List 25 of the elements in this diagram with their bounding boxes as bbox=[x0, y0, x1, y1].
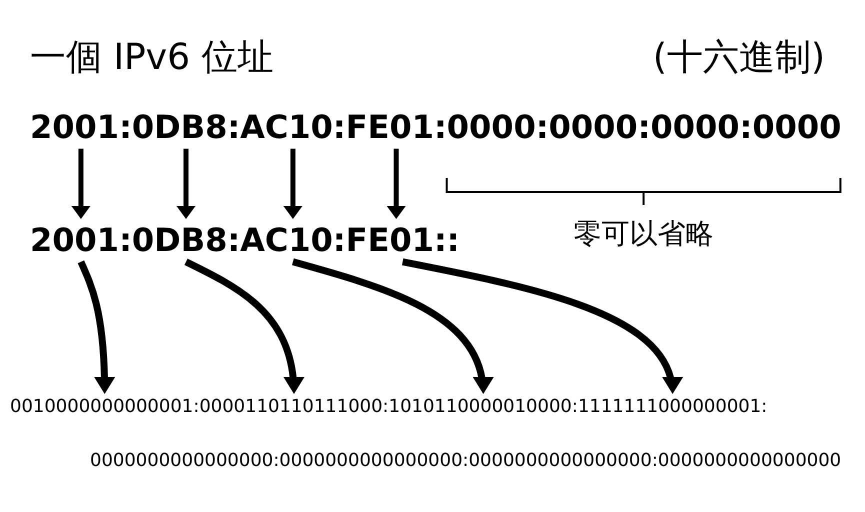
arrow bbox=[292, 258, 492, 394]
omission-note: 零可以省略 bbox=[574, 218, 714, 250]
hex-group: AC10: bbox=[240, 109, 346, 146]
hex-group: 0DB8: bbox=[132, 222, 240, 259]
arrow bbox=[184, 258, 304, 394]
arrow bbox=[402, 258, 681, 394]
arrow bbox=[78, 260, 115, 394]
zero-groups: 0000:0000:0000:0000 bbox=[446, 109, 842, 146]
hex-group: AC10: bbox=[240, 222, 346, 259]
binary-group: 0000110110111000: bbox=[199, 397, 389, 418]
title: 一個 IPv6 位址 bbox=[30, 37, 274, 78]
binary-group: 1010110000010000: bbox=[388, 397, 578, 418]
hex-group: 0DB8: bbox=[132, 109, 240, 146]
hex-group: FE01: bbox=[346, 109, 447, 146]
hex-group: FE01:: bbox=[346, 222, 460, 259]
binary-group: 0010000000000001: bbox=[10, 397, 200, 418]
hex-group: 2001: bbox=[30, 222, 132, 259]
hex-group: 2001: bbox=[30, 109, 132, 146]
number-base-note: (十六進制) bbox=[652, 37, 825, 78]
arrow bbox=[176, 148, 196, 219]
arrow bbox=[71, 148, 90, 219]
arrow bbox=[283, 148, 302, 219]
binary-zero-groups: 0000000000000000:0000000000000000:0000000000000000:0000000000000000 bbox=[90, 451, 842, 472]
arrow bbox=[386, 148, 406, 219]
binary-group: 1111111000000001: bbox=[578, 397, 768, 418]
